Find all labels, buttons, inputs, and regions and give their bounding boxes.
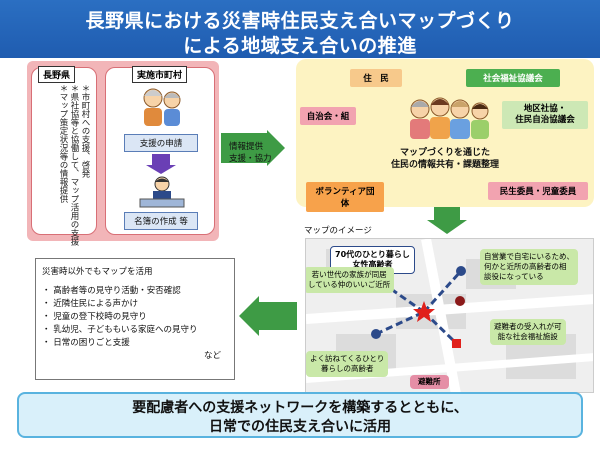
- district-welfare-tag: 地区社協・ 住民自治協議会: [502, 101, 588, 129]
- roster-step: 名簿の作成 等: [124, 212, 198, 230]
- municipality-panel: 実施市町村 支援の申請 名簿の作成 等: [105, 66, 215, 235]
- community-people-icon: [410, 97, 489, 139]
- step-arrow-down-icon: [146, 165, 176, 174]
- usage-item: ・ 日常の困りごと支援: [42, 338, 130, 348]
- map-caption: マップのイメージ: [304, 226, 372, 236]
- bottom-line-1: 要配慮者への支援ネットワークを構築するとともに、: [132, 400, 468, 416]
- network-center-line-1: マップづくりを通じた: [399, 148, 490, 158]
- prefecture-tag: 長野県: [38, 66, 76, 83]
- bottom-line-2: 日常での住民支え合いに活用: [209, 419, 391, 435]
- visitor-callout: よく訪ねてくるひとり 暮らしの高齢者: [306, 351, 389, 377]
- prefecture-text: ＊市町村への支援、啓発 ＊県社協等と協働して、マップ活用の支援 ＊マップ策定状況…: [58, 84, 90, 246]
- elderly-couple-icon: [143, 88, 181, 126]
- usage-list: ・ 高齢者等の見守り活動・安否確認 ・ 近隣住民による声かけ ・ 児童の登下校時…: [42, 285, 198, 350]
- title-banner: 長野県における災害時住民支え合いマップづくり による地域支え合いの推進: [0, 0, 600, 58]
- flow-arrow-head-icon: [267, 130, 285, 166]
- usage-arrow-shaft: [259, 302, 297, 330]
- flow-label: 情報提供 支援・協力: [229, 141, 272, 165]
- title-line-1: 長野県における災害時住民支え合いマップづくり: [85, 10, 515, 32]
- self-employed-callout: 自営業で自宅にいるため、 何かと近所の高齢者の相 談役になっている: [480, 249, 578, 285]
- down-arrow-shaft: [434, 207, 460, 222]
- down-arrow-head-icon: [427, 220, 467, 234]
- usage-etc: など: [204, 351, 222, 361]
- usage-item: ・ 児童の登下校時の見守り: [42, 312, 147, 322]
- facility-callout: 避難者の受入れが可 能な社会福祉施設: [490, 319, 566, 345]
- usage-heading: 災害時以外でもマップを活用: [42, 267, 153, 277]
- clerk-desk-icon: [139, 176, 185, 208]
- bottom-banner: 要配慮者への支援ネットワークを構築するとともに、 日常での住民支え合いに活用: [17, 392, 583, 438]
- process-panel: 長野県 ＊市町村への支援、啓発 ＊県社協等と協働して、マップ活用の支援 ＊マップ…: [27, 61, 219, 246]
- step-arrow-shaft: [152, 154, 170, 166]
- neighborhood-tag: 自治会・組: [300, 107, 356, 125]
- usage-arrow-head-icon: [239, 296, 259, 336]
- flow-label-line-2: 支援・協力: [229, 154, 272, 164]
- young-generation-callout: 若い世代の家族が同居 している仲のいいご近所: [306, 267, 395, 293]
- map-image: 70代のひとり暮らし 女性高齢者 若い世代の家族が同居 している仲のいいご近所 …: [305, 238, 594, 393]
- flow-label-line-1: 情報提供: [229, 142, 264, 152]
- shelter-label: 避難所: [410, 375, 449, 389]
- application-step: 支援の申請: [124, 134, 198, 152]
- resident-tag: 住 民: [350, 69, 402, 87]
- network-panel: 住 民 社会福祉協議会 自治会・組 地区社協・ 住民自治協議会 ボランティア団体…: [296, 59, 594, 212]
- volunteer-tag: ボランティア団体: [306, 182, 384, 212]
- title-line-2: による地域支え合いの推進: [183, 35, 417, 57]
- social-welfare-tag: 社会福祉協議会: [466, 69, 560, 87]
- network-center-line-2: 住民の情報共有・課題整理: [390, 160, 499, 170]
- usage-box: 災害時以外でもマップを活用 ・ 高齢者等の見守り活動・安否確認 ・ 近隣住民によ…: [35, 258, 235, 380]
- prefecture-panel: 長野県 ＊市町村への支援、啓発 ＊県社協等と協働して、マップ活用の支援 ＊マップ…: [31, 66, 97, 246]
- usage-item: ・ 乳幼児、子どももいる家庭への見守り: [42, 325, 198, 335]
- commissioners-tag: 民生委員・児童委員: [488, 182, 588, 200]
- flow-arrow-shaft: [221, 133, 267, 163]
- network-center-text: マップづくりを通じた 住民の情報共有・課題整理: [296, 147, 594, 171]
- municipality-tag: 実施市町村: [132, 66, 188, 83]
- usage-item: ・ 近隣住民による声かけ: [42, 299, 138, 309]
- usage-item: ・ 高齢者等の見守り活動・安否確認: [42, 286, 181, 296]
